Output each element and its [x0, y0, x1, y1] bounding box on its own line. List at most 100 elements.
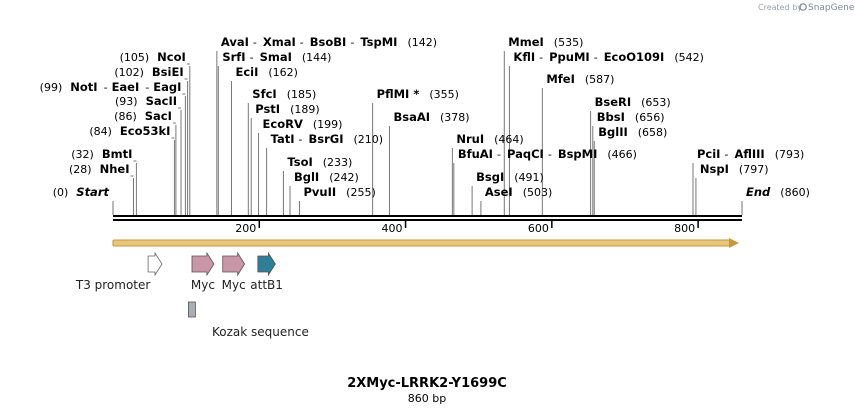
feature-attb1-3[interactable]: attB1 — [250, 251, 283, 292]
enzyme-label-ecii[interactable]: EciI — [235, 65, 258, 79]
site-group-mmei: MmeI(535) — [508, 35, 583, 49]
site-position: (658) — [638, 126, 668, 139]
site-position: (99) — [40, 81, 63, 94]
enzyme-label-nhei[interactable]: NheI — [100, 162, 130, 176]
feature-label: Myc — [222, 278, 246, 292]
site-group-eco53ki: Eco53kI(84) — [89, 124, 175, 139]
site-position: (28) — [69, 163, 92, 176]
enzyme-label-bgli[interactable]: BglI — [294, 170, 319, 184]
site-group-tati-bsrgi: TatI-BsrGI(210) — [271, 132, 384, 146]
separator: - — [350, 36, 354, 49]
site-group-srfi-smai: SrfI-SmaI(144) — [222, 50, 331, 64]
enzyme-label-afliii[interactable]: AflIII — [734, 147, 764, 161]
site-position: (105) — [120, 51, 150, 64]
site-group-kfli-ppumi-ecoo109i: KflI-PpuMI-EcoO109I(542) — [513, 50, 704, 64]
enzyme-label-saci[interactable]: SacI — [145, 109, 172, 123]
enzyme-label-bsiei[interactable]: BsiEI — [152, 65, 184, 79]
feature-myc-2[interactable]: Myc — [222, 251, 246, 292]
feature-t3-promoter-0[interactable]: T3 promoter — [75, 251, 163, 292]
enzyme-label-smai[interactable]: SmaI — [260, 50, 292, 64]
site-position: (32) — [71, 148, 94, 161]
site-group-bsiei: BsiEI(102) — [114, 65, 188, 80]
site-group-avai-xmai-bsobi-tspmi: AvaI-XmaI-BsoBI-TspMI(142) — [221, 35, 437, 49]
enzyme-label-noti[interactable]: NotI — [70, 80, 97, 94]
feature-label: Myc — [191, 278, 215, 292]
feature-kozak-sequence-4[interactable]: Kozak sequence — [188, 301, 309, 339]
enzyme-label-pvuii[interactable]: PvuII — [304, 185, 337, 199]
site-group-tsoi: TsoI(233) — [287, 155, 352, 169]
enzyme-label-bfuai[interactable]: BfuAI — [458, 147, 493, 161]
separator: - — [298, 133, 302, 146]
enzyme-label-bsobi[interactable]: BsoBI — [310, 35, 347, 49]
enzyme-label-mmei[interactable]: MmeI — [508, 35, 544, 49]
credit: Created by SnapGene — [758, 3, 855, 13]
site-group-bglii: BglII (658) — [598, 125, 667, 139]
sequence-backbone — [113, 215, 742, 221]
site-group-bgli: BglI (242) — [294, 170, 359, 184]
enzyme-label-ppumi[interactable]: PpuMI — [549, 50, 590, 64]
enzyme-label-bbsi[interactable]: BbsI — [597, 110, 625, 124]
site-group-nrui: NruI(464) — [456, 132, 523, 146]
kozak-box — [188, 301, 196, 318]
enzyme-label-bglii[interactable]: BglII — [598, 125, 628, 139]
site-group-bsgi: BsgI (491) — [476, 170, 544, 184]
enzyme-label-tati[interactable]: TatI — [271, 132, 295, 146]
enzyme-label-sfci[interactable]: SfcI — [252, 87, 276, 101]
enzyme-label-nspi[interactable]: NspI — [700, 162, 729, 176]
site-group-bfuai-paqci-bspmi: BfuAI-PaqCI-BspMI(466) — [458, 147, 637, 161]
enzyme-label-eagi[interactable]: EagI — [153, 80, 181, 94]
enzyme-label-bspmi[interactable]: BspMI — [558, 147, 598, 161]
site-group-pcii-afliii: PciI-AflIII(793) — [697, 147, 804, 161]
cut-site-lines — [112, 51, 743, 215]
site-group-pflmi: PflMI *(355) — [377, 87, 459, 101]
site-group-bmti: BmtI (32) — [71, 147, 137, 162]
site-position: (860) — [780, 186, 810, 199]
site-position: (242) — [329, 171, 359, 184]
site-group-mfei: MfeI(587) — [546, 72, 614, 86]
site-position: (378) — [440, 111, 470, 124]
enzyme-label-srfi[interactable]: SrfI — [222, 50, 245, 64]
separator: - — [548, 148, 552, 161]
enzyme-label-xmai[interactable]: XmaI — [263, 35, 296, 49]
feature-myc-1[interactable]: Myc — [191, 251, 215, 292]
enzyme-label-ncoi[interactable]: NcoI — [157, 50, 186, 64]
site-position: (656) — [635, 111, 665, 124]
enzyme-label-sacii[interactable]: SacII — [146, 94, 177, 108]
site-group-end: End (860) — [746, 185, 810, 199]
site-group-bbsi: BbsI (656) — [597, 110, 665, 124]
enzyme-label-bmti[interactable]: BmtI — [102, 147, 133, 161]
enzyme-label-pcii[interactable]: PciI — [697, 147, 720, 161]
enzyme-label-bsrgi[interactable]: BsrGI — [308, 132, 343, 146]
site-position: (542) — [674, 51, 704, 64]
enzyme-label-kfli[interactable]: KflI — [513, 50, 535, 64]
enzyme-label-psti[interactable]: PstI — [255, 102, 280, 116]
enzyme-label-tsoi[interactable]: TsoI — [287, 155, 312, 169]
enzyme-label-bseri[interactable]: BseRI — [595, 95, 632, 109]
enzyme-label-tspmi[interactable]: TspMI — [360, 35, 397, 49]
enzyme-label-eco53ki[interactable]: Eco53kI — [120, 124, 171, 138]
enzyme-label-avai[interactable]: AvaI — [221, 35, 249, 49]
site-group-nspi: NspI(797) — [700, 162, 769, 176]
site-group-nhei: NheI (28) — [69, 162, 134, 177]
feature-arrow — [191, 251, 215, 277]
site-position: (142) — [407, 36, 437, 49]
site-position: (144) — [302, 51, 332, 64]
enzyme-label-mfei[interactable]: MfeI — [546, 72, 575, 86]
enzyme-label-bsaai[interactable]: BsaAI — [393, 110, 430, 124]
site-position: (491) — [514, 171, 544, 184]
site-group-bseri: BseRI(653) — [595, 95, 671, 109]
site-group-sacii: SacII (93) — [115, 94, 182, 109]
enzyme-label-ecoo109i[interactable]: EcoO109I — [604, 50, 665, 64]
enzyme-label-eaei[interactable]: EaeI — [112, 80, 140, 94]
enzyme-label-end[interactable]: End — [746, 185, 771, 199]
enzyme-label-paqci[interactable]: PaqCI — [507, 147, 544, 161]
enzyme-label-asei[interactable]: AseI — [485, 185, 513, 199]
site-position: (93) — [115, 95, 138, 108]
enzyme-label-bsgi[interactable]: BsgI — [476, 170, 504, 184]
separator: - — [497, 148, 501, 161]
enzyme-label-start[interactable]: Start — [76, 185, 109, 199]
enzyme-label-pflmi[interactable]: PflMI * — [377, 87, 420, 101]
enzyme-label-ecorv[interactable]: EcoRV — [263, 117, 303, 131]
enzyme-label-nrui[interactable]: NruI — [456, 132, 484, 146]
